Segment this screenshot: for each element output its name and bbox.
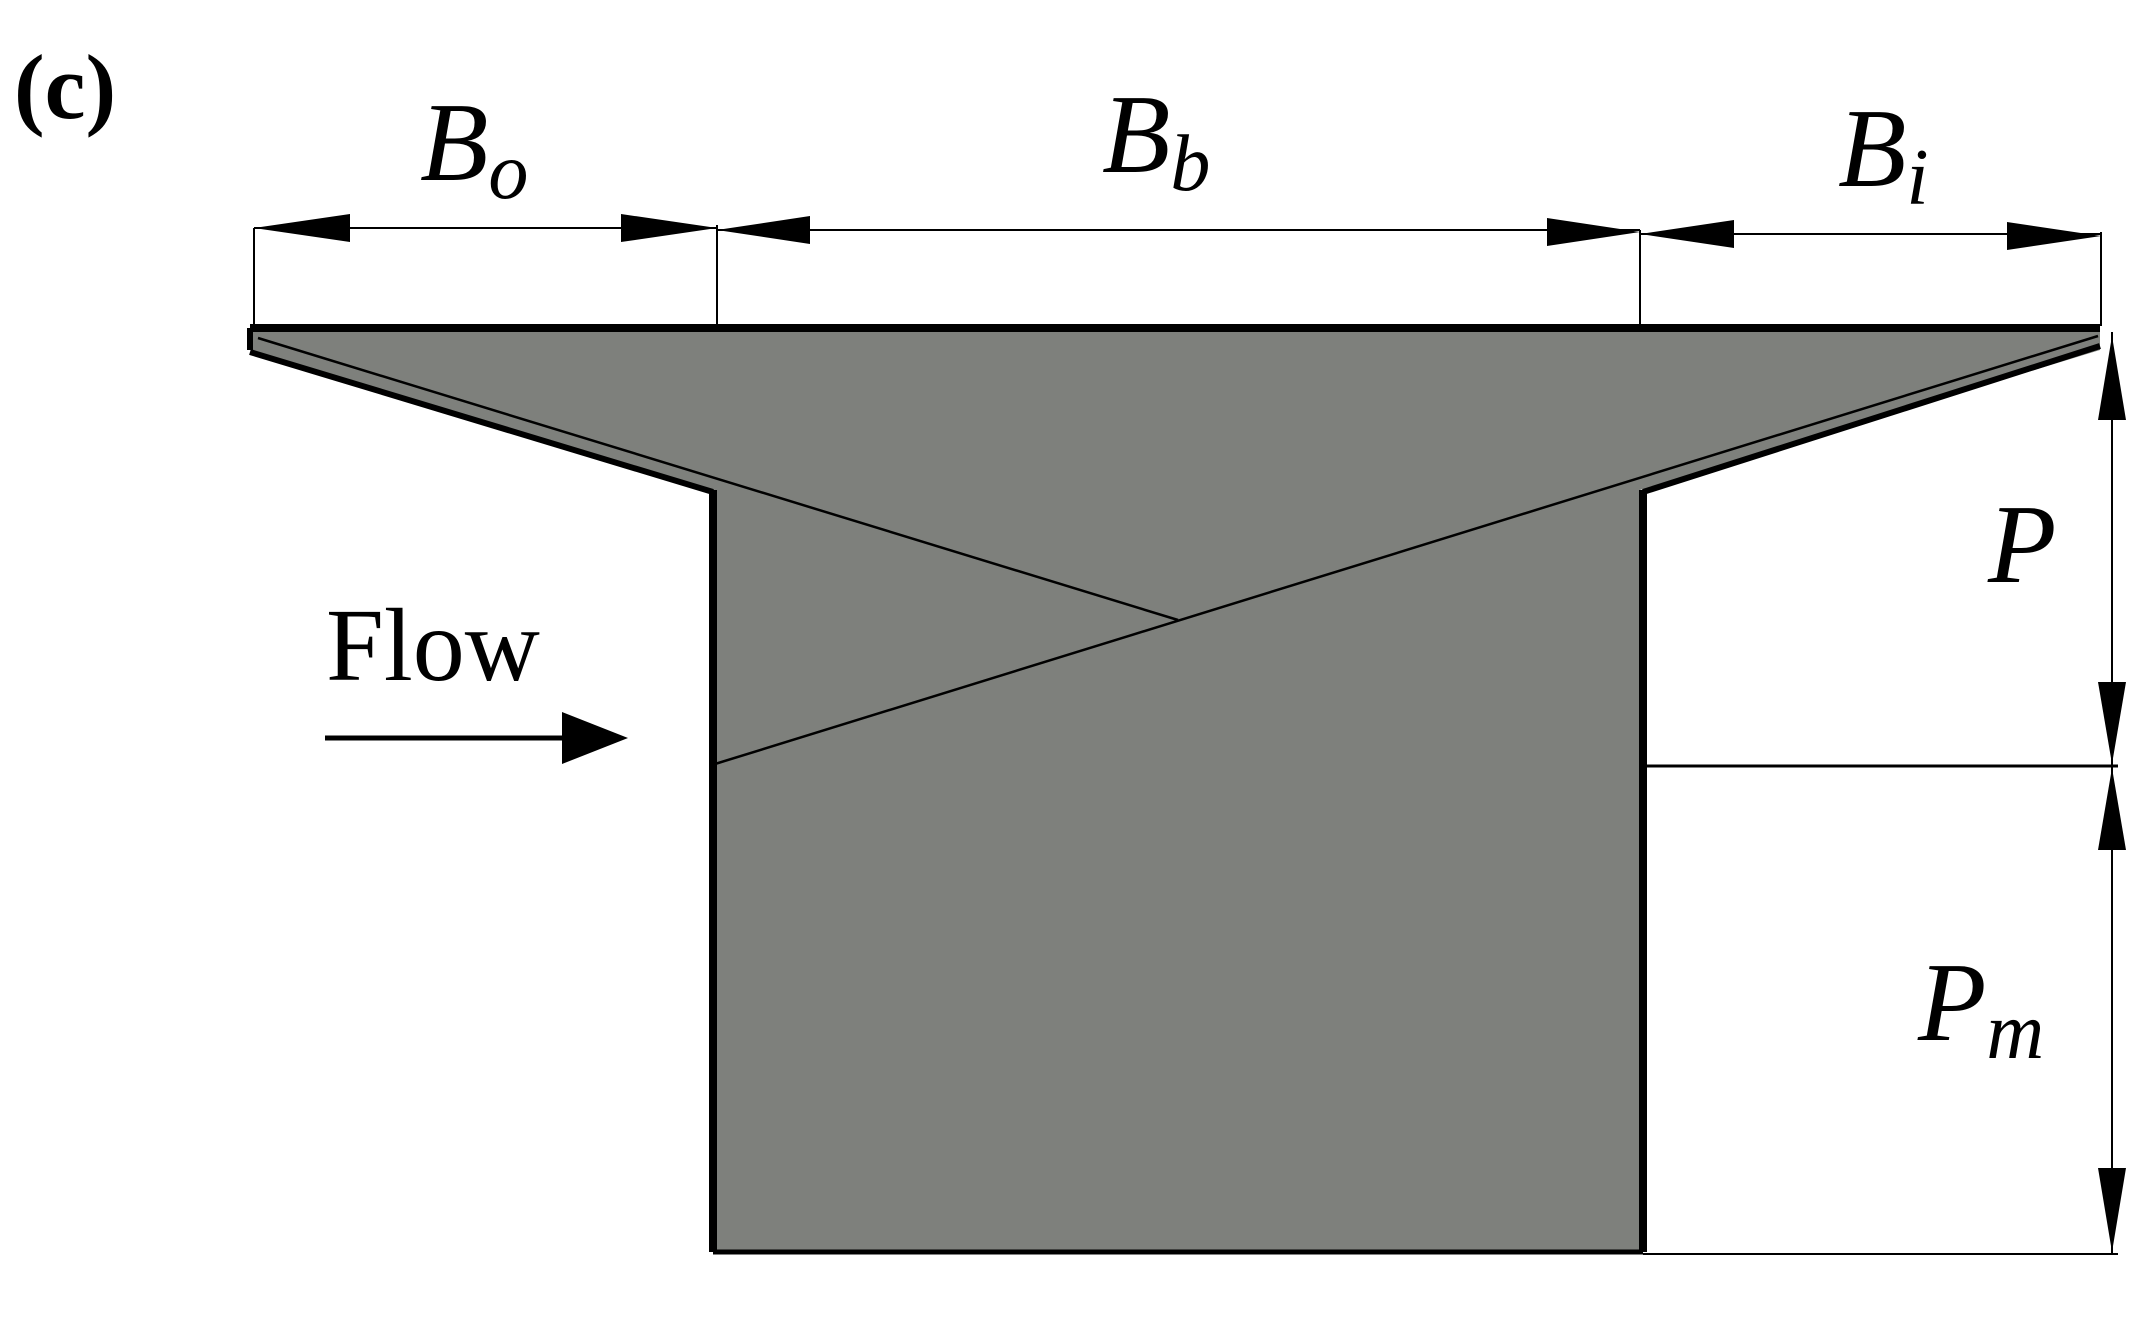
label-pm: Pm xyxy=(1917,941,2044,1076)
arrowhead-p-top xyxy=(2098,336,2126,420)
arrowhead-bi-left xyxy=(1640,220,1734,248)
arrowhead-bb-right xyxy=(1547,218,1640,246)
flow-label: Flow xyxy=(326,588,540,703)
label-bo: Bo xyxy=(420,81,528,216)
weir-body xyxy=(250,326,2100,1252)
arrowhead-bo-right xyxy=(621,214,717,242)
diagonal-line-1 xyxy=(257,336,1179,622)
arrowhead-p-bottom xyxy=(2098,682,2126,764)
flow-arrow-head xyxy=(562,712,628,764)
left-underside-line xyxy=(249,349,714,495)
label-bi: Bi xyxy=(1838,87,1929,222)
arrowhead-bi-right xyxy=(2007,222,2101,250)
arrowhead-pm-bottom xyxy=(2098,1168,2126,1252)
diagonal-line-2 xyxy=(714,334,2099,766)
label-bb: Bb xyxy=(1102,73,1210,208)
label-p: P xyxy=(1987,483,2056,607)
arrowhead-bo-left xyxy=(254,214,350,242)
arrowhead-pm-top xyxy=(2098,768,2126,850)
arrowhead-bb-left xyxy=(717,216,810,244)
right-underside-line xyxy=(1642,343,2101,495)
panel-label: (c) xyxy=(14,36,116,138)
